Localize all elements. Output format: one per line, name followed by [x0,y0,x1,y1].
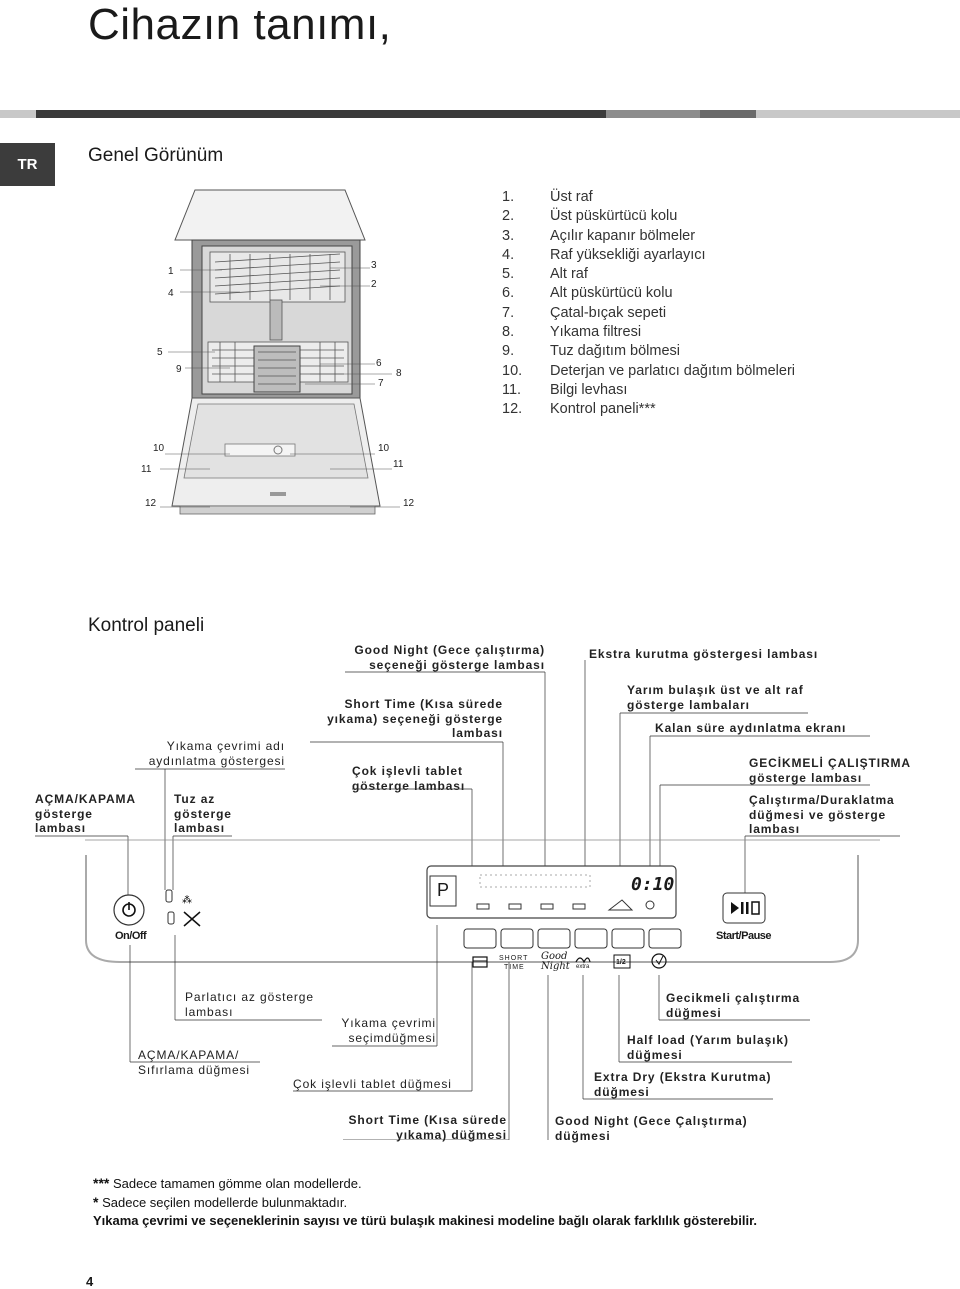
list-item: 2.Üst püskürtücü kolu [502,208,678,225]
time-label: TIME [504,964,525,971]
control-panel-heading: Kontrol paneli [88,615,205,636]
overview-heading: Genel Görünüm [88,145,224,166]
list-item: 5.Alt raf [502,266,588,283]
on-off-reset-button-label: AÇMA/KAPAMA/Sıfırlama düğmesi [138,1048,251,1077]
language-badge: TR [0,143,55,186]
night-label: Night [541,961,570,972]
time-display: 0:10 [631,874,675,895]
footnote-single-star: * Sadece seçilen modellerde bulunmaktadı… [93,1194,348,1210]
callout-9: 9 [176,364,182,375]
list-item: 3.Açılır kapanır bölmeler [502,227,696,244]
svg-text:⁂: ⁂ [182,895,192,906]
header-bar-gray [700,110,756,118]
program-display: P [437,880,450,900]
multi-tablet-button-label: Çok işlevli tablet düğmesi [293,1077,452,1091]
callout-8: 8 [396,368,402,379]
footnote-note: Yıkama çevrimi ve seçeneklerinin sayısı … [93,1213,758,1228]
callout-7: 7 [378,378,384,389]
header-bar-dark [36,110,606,118]
start-pause-label: Start/Pause [716,930,772,942]
short-label: SHORT [499,955,529,962]
list-item: 6.Alt püskürtücü kolu [502,285,673,302]
list-item: 12.Kontrol paneli*** [502,401,656,418]
list-item: 9.Tuz dağıtım bölmesi [502,343,681,360]
callout-11-left: 11 [141,464,152,475]
callout-4: 4 [168,288,174,299]
good-night-lamp-label: Good Night (Gece çalıştırma)seçeneği gös… [354,643,545,672]
good-label: Good [541,951,568,962]
remaining-time-display-label: Kalan süre aydınlatma ekranı [655,721,847,735]
header-bar-mid [606,110,700,118]
parts-list: 1.Üst raf 2.Üst püskürtücü kolu 3.Açılır… [502,188,795,420]
half-label: 1/2 [616,959,626,966]
list-item: 4.Raf yüksekliği ayarlayıcı [502,246,706,263]
header-bar-light-2 [756,110,960,118]
callout-12-right: 12 [403,498,415,509]
callout-1: 1 [168,266,174,277]
callout-12-left: 12 [145,498,157,509]
list-item: 1.Üst raf [502,189,593,205]
footnotes: *** Sadece tamamen gömme olan modellerde… [93,1174,757,1230]
footnote-triple-star: *** Sadece tamamen gömme olan modellerde… [93,1175,362,1191]
header-bar-light [0,110,36,118]
control-panel-illustration: ⁂ [35,660,900,1140]
page-title: Cihazın tanımı, [88,0,392,49]
callout-10-left: 10 [153,443,165,454]
callout-3: 3 [371,260,377,271]
callout-2: 2 [371,279,377,290]
callout-11-right: 11 [393,459,404,470]
extra-dry-button-label: Extra Dry (Ekstra Kurutma)düğmesi [594,1070,772,1099]
callout-5: 5 [157,347,163,358]
extra-label: extra [576,964,590,970]
extra-dry-lamp-label: Ekstra kurutma göstergesi lambası [589,647,819,661]
list-item: 11.Bilgi levhası [502,381,628,398]
list-item: 7.Çatal-bıçak sepeti [502,304,667,321]
on-off-label: On/Off [115,930,147,942]
half-load-button-label: Half load (Yarım bulaşık)düğmesi [627,1033,789,1062]
dishwasher-illustration [160,189,400,515]
list-item: 10.Deterjan ve parlatıcı dağıtım bölmele… [502,362,795,379]
callout-6: 6 [376,358,382,369]
page-number: 4 [86,1274,94,1289]
list-item: 8.Yıkama filtresi [502,324,642,341]
good-night-button-label: Good Night (Gece Çalıştırma)düğmesi [555,1114,748,1143]
callout-10-right: 10 [378,443,390,454]
